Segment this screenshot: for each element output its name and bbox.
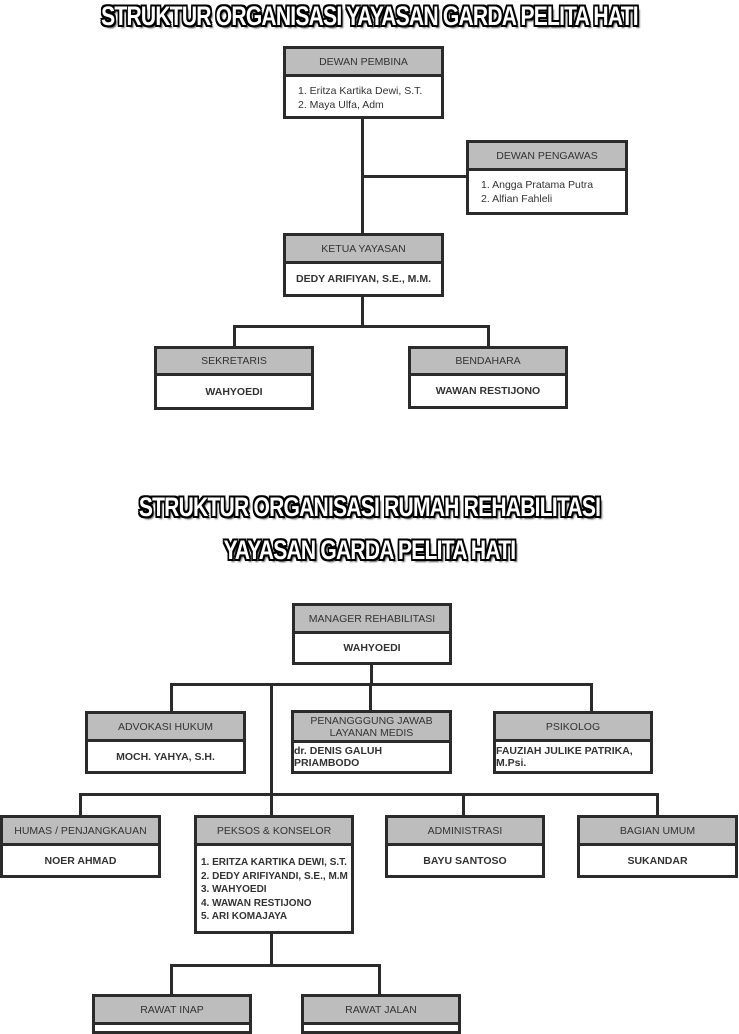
advokasi-hukum-box: ADVOKASI HUKUM MOCH. YAHYA, S.H. <box>85 711 246 774</box>
connector-line <box>79 793 659 796</box>
bendahara-box: BENDAHARA WAWAN RESTIJONO <box>408 346 568 409</box>
psikolog-members: FAUZIAH JULIKE PATRIKA, M.Psi. <box>496 742 650 771</box>
member-name: 1. ERITZA KARTIKA DEWI, S.T. <box>201 857 347 868</box>
sekretaris-title: SEKRETARIS <box>157 349 311 376</box>
manager-rehabilitasi-title: MANAGER REHABILITASI <box>295 606 449 634</box>
connector-line <box>170 964 173 995</box>
member-name: 4. WAWAN RESTIJONO <box>201 897 312 909</box>
member-name: MOCH. YAHYA, S.H. <box>116 750 215 763</box>
bendahara-members: WAWAN RESTIJONO <box>411 376 565 406</box>
member-name: 2. Alfian Fahleli <box>481 192 553 205</box>
member-name: NOER AHMAD <box>44 854 117 867</box>
dewan-pembina-members: 1. Eritza Kartika Dewi, S.T.2. Maya Ulfa… <box>286 77 441 116</box>
connector-line <box>656 793 659 816</box>
member-name: 3. WAHYOEDI <box>201 884 267 895</box>
bagian-umum-box: BAGIAN UMUM SUKANDAR <box>577 815 738 878</box>
member-name: dr. DENIS GALUH PRIAMBODO <box>294 745 383 769</box>
member-name: 1. Angga Pratama Putra <box>481 179 594 191</box>
member-name: SUKANDAR <box>627 854 688 867</box>
connector-line <box>170 683 173 712</box>
connector-line <box>170 964 381 967</box>
rawat-jalan-title: RAWAT JALAN <box>304 997 458 1025</box>
humas-members: NOER AHMAD <box>3 846 158 875</box>
connector-line <box>170 683 592 686</box>
rawat-inap-box: RAWAT INAP <box>92 994 252 1034</box>
foundation-title: STRUKTUR ORGANISASI YAYASAN GARDA PELITA… <box>101 1 638 31</box>
connector-line <box>361 175 466 178</box>
member-name: DEDY ARIFIYAN, S.E., M.M. <box>296 273 431 285</box>
dewan-pembina-title: DEWAN PEMBINA <box>286 49 441 77</box>
rawat-inap-title: RAWAT INAP <box>95 997 249 1025</box>
administrasi-box: ADMINISTRASI BAYU SANTOSO <box>385 815 545 878</box>
bendahara-title: BENDAHARA <box>411 349 565 376</box>
rawat-inap-members <box>95 1025 249 1031</box>
rawat-jalan-box: RAWAT JALAN <box>301 994 461 1034</box>
rawat-jalan-members <box>304 1025 458 1031</box>
penanggung-jawab-medis-title: PENANGGGUNG JAWAB LAYANAN MEDIS <box>294 713 449 743</box>
member-name: FAUZIAH JULIKE PATRIKA, M.Psi. <box>496 744 633 769</box>
ketua-yayasan-title: KETUA YAYASAN <box>286 236 441 264</box>
humas-box: HUMAS / PENJANGKAUAN NOER AHMAD <box>0 815 161 878</box>
member-name: BAYU SANTOSO <box>423 854 507 867</box>
member-name: WAHYOEDI <box>343 642 401 654</box>
connector-line <box>369 683 372 711</box>
sekretaris-members: WAHYOEDI <box>157 376 311 407</box>
member-name: 1. Eritza Kartika Dewi, S.T. <box>298 85 423 97</box>
administrasi-members: BAYU SANTOSO <box>388 846 542 875</box>
peksos-konselor-members: 1. ERITZA KARTIKA DEWI, S.T. 2. DEDY ARIF… <box>197 846 351 931</box>
ketua-yayasan-box: KETUA YAYASAN DEDY ARIFIYAN, S.E., M.M. <box>283 233 444 297</box>
connector-line <box>590 683 593 712</box>
advokasi-hukum-title: ADVOKASI HUKUM <box>88 714 243 742</box>
connector-line <box>233 325 236 347</box>
dewan-pengawas-title: DEWAN PENGAWAS <box>469 143 625 171</box>
bagian-umum-members: SUKANDAR <box>580 846 735 875</box>
member-name: 5. ARI KOMAJAYA <box>201 911 288 922</box>
penanggung-jawab-medis-members: dr. DENIS GALUH PRIAMBODO <box>294 743 449 771</box>
connector-line <box>378 964 381 995</box>
member-name: 2. DEDY ARIFIYANDI, S.E., M.M <box>201 870 348 882</box>
manager-rehabilitasi-members: WAHYOEDI <box>295 634 449 662</box>
connector-line <box>487 325 490 347</box>
member-name: WAHYOEDI <box>205 385 263 398</box>
humas-title: HUMAS / PENJANGKAUAN <box>3 818 158 846</box>
administrasi-title: ADMINISTRASI <box>388 818 542 846</box>
advokasi-hukum-members: MOCH. YAHYA, S.H. <box>88 742 243 771</box>
member-name: WAWAN RESTIJONO <box>435 385 541 397</box>
member-name: 2. Maya Ulfa, Adm <box>298 98 384 111</box>
rehab-title-line2: YAYASAN GARDA PELITA HATI <box>223 535 517 565</box>
connector-line <box>462 793 465 816</box>
psikolog-title: PSIKOLOG <box>496 714 650 742</box>
sekretaris-box: SEKRETARIS WAHYOEDI <box>154 346 314 410</box>
rehab-title-line1: STRUKTUR ORGANISASI RUMAH REHABILITASI <box>138 492 601 522</box>
connector-line <box>361 296 364 326</box>
peksos-konselor-title: PEKSOS & KONSELOR <box>197 818 351 846</box>
bagian-umum-title: BAGIAN UMUM <box>580 818 735 846</box>
manager-rehabilitasi-box: MANAGER REHABILITASI WAHYOEDI <box>292 603 452 665</box>
connector-line <box>370 664 373 685</box>
connector-line <box>233 325 490 328</box>
connector-line <box>79 793 82 816</box>
ketua-yayasan-members: DEDY ARIFIYAN, S.E., M.M. <box>286 264 441 294</box>
